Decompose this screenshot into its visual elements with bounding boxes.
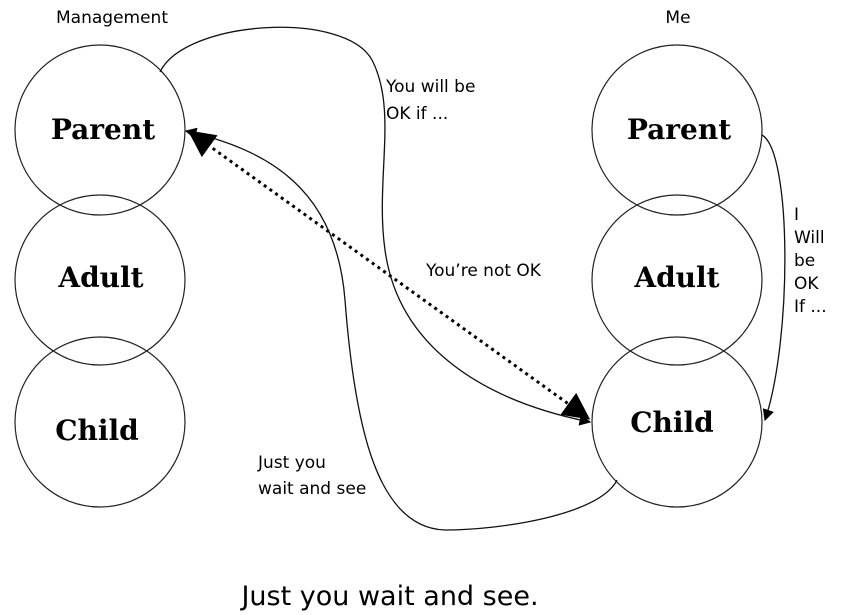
me-parent-label: Parent	[627, 113, 731, 146]
management-child-label: Child	[55, 414, 139, 447]
i-will-line-1: I	[794, 205, 799, 225]
i-will-line-3: be	[794, 251, 815, 271]
diagram-caption: Just you wait and see.	[239, 581, 538, 612]
management-parent-label: Parent	[51, 113, 155, 146]
i-will-line-5: If ...	[794, 297, 827, 317]
me-child-label: Child	[630, 406, 714, 439]
i-will-line-2: Will	[794, 228, 825, 248]
management-adult-label: Adult	[57, 261, 143, 294]
management-adult-circle	[14, 194, 186, 366]
just-you-wait-note: Just you wait and see	[257, 453, 366, 499]
i-will-line-4: OK	[794, 274, 819, 294]
self-parent-to-child-curve	[761, 134, 786, 422]
management-child-circle	[14, 336, 186, 508]
me-adult-label: Adult	[633, 261, 719, 294]
you-will-be-ok-line-2: OK if ...	[386, 104, 448, 124]
me-adult-circle	[591, 194, 763, 366]
just-you-wait-line-2: wait and see	[258, 479, 366, 499]
me-parent-circle	[591, 44, 763, 216]
me-child-circle	[591, 336, 763, 508]
child-to-parent-curve	[184, 127, 618, 531]
just-you-wait-line-1: Just you	[257, 453, 326, 473]
i-will-be-ok-note: I Will be OK If ...	[794, 205, 830, 317]
you-will-be-ok-note: You will be OK if ...	[385, 77, 481, 124]
me-title: Me	[665, 8, 690, 28]
management-title: Management	[56, 8, 168, 28]
parent-to-child-curve	[159, 26, 592, 426]
you-will-be-ok-line-1: You will be	[385, 77, 475, 97]
youre-not-ok-note: You’re not OK	[425, 261, 542, 281]
crossed-transaction-dotted-arrow	[187, 130, 591, 420]
